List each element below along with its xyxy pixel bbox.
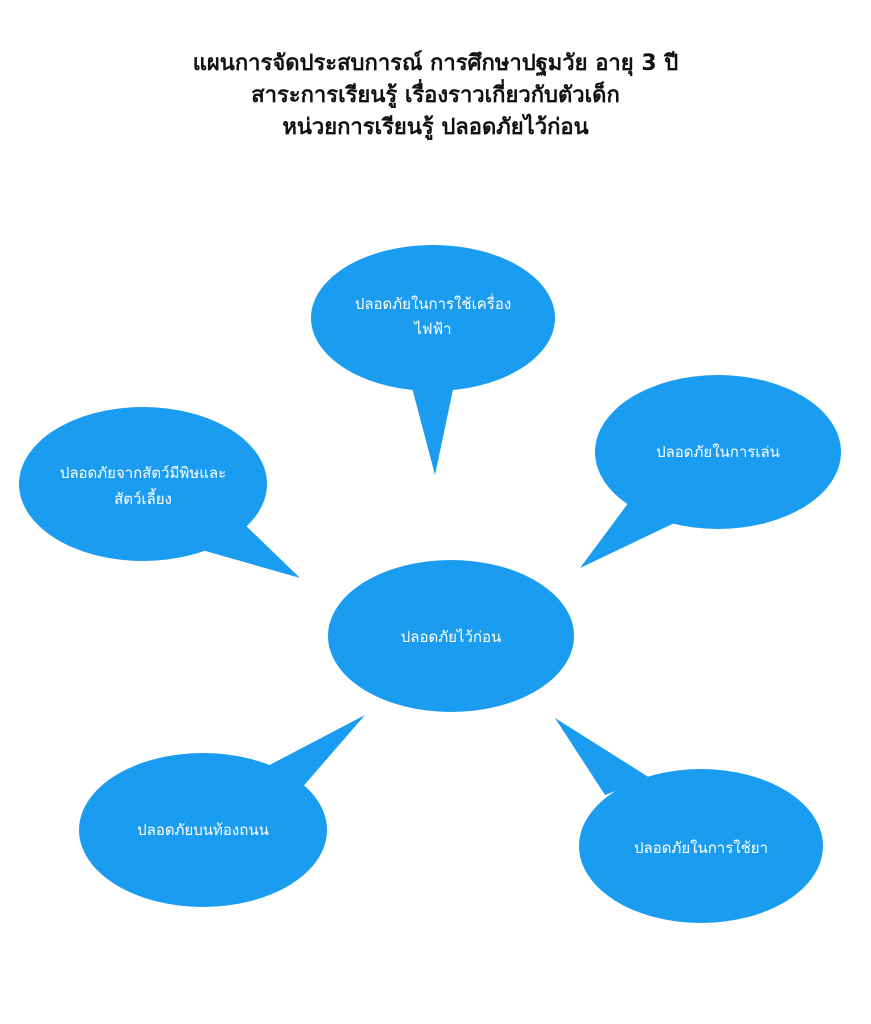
bubble-bottom-left-tail [260,715,365,790]
bubble-left-label-2: สัตว์เลี้ยง [114,488,172,508]
bubble-top-label-1: ปลอดภัยในการใช้เครื่อง [355,293,511,313]
bubble-left-label-1: ปลอดภัยจากสัตว์มีพิษและ [60,464,226,482]
bubble-top-electrical: ปลอดภัยในการใช้เครื่อง ไฟฟ้า [311,245,555,475]
bubble-bottom-right-tail [555,718,650,795]
bubble-right-playing: ปลอดภัยในการเล่น [580,375,841,568]
bubble-center-label: ปลอดภัยไว้ก่อน [401,628,501,646]
bubble-bottom-left-road: ปลอดภัยบนท้องถนน [79,715,365,907]
bubble-top-body [311,245,555,391]
bubble-bottom-right-body [579,769,823,923]
page-header: แผนการจัดประสบการณ์ การศึกษาปฐมวัย อายุ … [0,48,871,144]
bubble-left-body [19,407,267,561]
bubble-bottom-left-label: ปลอดภัยบนท้องถนน [137,821,269,839]
bubble-right-label: ปลอดภัยในการเล่น [656,443,780,461]
header-plan-title: แผนการจัดประสบการณ์ การศึกษาปฐมวัย อายุ … [192,51,679,76]
bubble-bottom-right-medicine: ปลอดภัยในการใช้ยา [555,718,823,923]
bubble-bottom-right-label: ปลอดภัยในการใช้ยา [634,839,768,857]
bubble-center-main-topic: ปลอดภัยไว้ก่อน [328,560,574,712]
bubble-top-label-2: ไฟฟ้า [413,320,451,338]
header-unit: หน่วยการเรียนรู้ ปลอดภัยไว้ก่อน [282,115,589,140]
bubble-left-animals: ปลอดภัยจากสัตว์มีพิษและ สัตว์เลี้ยง [19,407,300,578]
bubble-center-body [328,560,574,712]
header-subject: สาระการเรียนรู้ เรื่องราวเกี่ยวกับตัวเด็… [251,83,620,108]
bubble-right-body [595,375,841,529]
bubble-top-tail [410,380,455,475]
bubble-bottom-left-body [79,753,327,907]
